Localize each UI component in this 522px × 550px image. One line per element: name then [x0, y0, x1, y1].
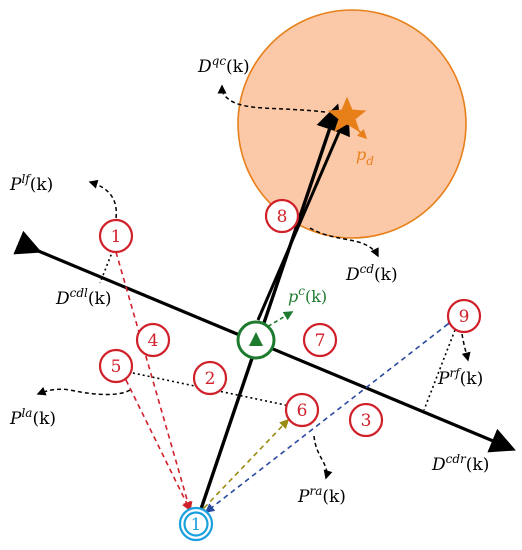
- pc-arrow: [261, 311, 294, 331]
- pra-sup: ra: [309, 484, 322, 498]
- dcd-callout: [309, 227, 379, 258]
- pra-base: P: [297, 487, 310, 507]
- prf-label: Prf(k): [437, 366, 483, 389]
- node-6-label: 6: [297, 401, 308, 421]
- pc-tail: (k): [305, 287, 327, 306]
- dqc-callout: [217, 84, 326, 113]
- dcd-sup: cd: [360, 262, 375, 276]
- dcdr-base: D: [431, 455, 446, 475]
- prf-callout: [461, 333, 471, 362]
- current-vehicle: [236, 320, 276, 360]
- node-9-label: 9: [459, 307, 470, 327]
- node-6: 6: [284, 392, 320, 428]
- node-4-label: 4: [148, 331, 159, 351]
- pc-label: pc(k): [288, 284, 327, 306]
- node-9: 9: [446, 298, 482, 334]
- dcd-tail: (k): [374, 265, 398, 285]
- node-4: 4: [135, 322, 171, 358]
- prf-sup: rf: [449, 366, 462, 380]
- pc-sup: c: [298, 284, 305, 298]
- plf-sup: lf: [21, 172, 32, 186]
- pd-arrow: [349, 121, 368, 140]
- pd-base: p: [356, 145, 366, 164]
- dcd-base: D: [345, 265, 360, 285]
- node-5-label: 5: [111, 357, 122, 377]
- dcdl-label: Dcdl(k): [55, 286, 111, 309]
- pla-sup: la: [21, 406, 32, 420]
- current-to-dest-line: [256, 110, 350, 321]
- dcdl-dotted: [99, 249, 114, 284]
- dcdl-base: D: [55, 289, 70, 309]
- node-2-label: 2: [205, 369, 216, 389]
- ego-vehicle: 1: [178, 506, 214, 542]
- node-1-label: 1: [111, 227, 122, 247]
- node-7-label: 7: [315, 331, 326, 351]
- prf-base: P: [437, 369, 450, 389]
- node-1: 1: [98, 218, 134, 254]
- pla-base: P: [9, 409, 22, 429]
- node-7: 7: [302, 322, 338, 358]
- dcdr-label: Dcdr(k): [431, 452, 489, 475]
- plf-callout: [88, 179, 118, 219]
- dcdr-tail: (k): [466, 455, 490, 475]
- pla-callout: [36, 387, 131, 396]
- node-2: 2: [192, 360, 228, 396]
- node-5: 5: [98, 348, 134, 384]
- dcd-label: Dcd(k): [345, 262, 398, 285]
- dcdr-sup: cdr: [446, 452, 467, 466]
- ego-label: 1: [191, 515, 202, 535]
- triangle-icon: [249, 332, 263, 346]
- pla-tail: (k): [32, 409, 56, 429]
- dqc-label: Dqc(k): [197, 54, 250, 77]
- dcdl-sup: cdl: [70, 286, 88, 300]
- n5-to-ego-dashed: [118, 370, 191, 512]
- pd-label: pd: [356, 145, 374, 168]
- node-8: 8: [264, 198, 300, 234]
- pra-label: Pra(k): [297, 484, 346, 507]
- plf-tail: (k): [30, 175, 54, 195]
- pla-label: Pla(k): [9, 406, 56, 429]
- dqc-base: D: [197, 57, 212, 77]
- pra-tail: (k): [322, 487, 346, 507]
- n9-to-ego-dashed: [204, 315, 458, 513]
- node-3: 3: [348, 402, 384, 438]
- pd-sub: d: [366, 154, 374, 168]
- destination-star-icon: [327, 96, 367, 133]
- prf-tail: (k): [460, 369, 484, 389]
- plf-label: Plf(k): [9, 172, 53, 195]
- dcdl-tail: (k): [88, 289, 112, 309]
- node-3-label: 3: [361, 411, 372, 431]
- pra-callout: [313, 435, 333, 480]
- plf-base: P: [9, 175, 22, 195]
- node-8-label: 8: [277, 207, 288, 227]
- pc-base: p: [288, 287, 298, 306]
- dqc-tail: (k): [226, 57, 250, 77]
- dqc-sup: qc: [212, 54, 227, 68]
